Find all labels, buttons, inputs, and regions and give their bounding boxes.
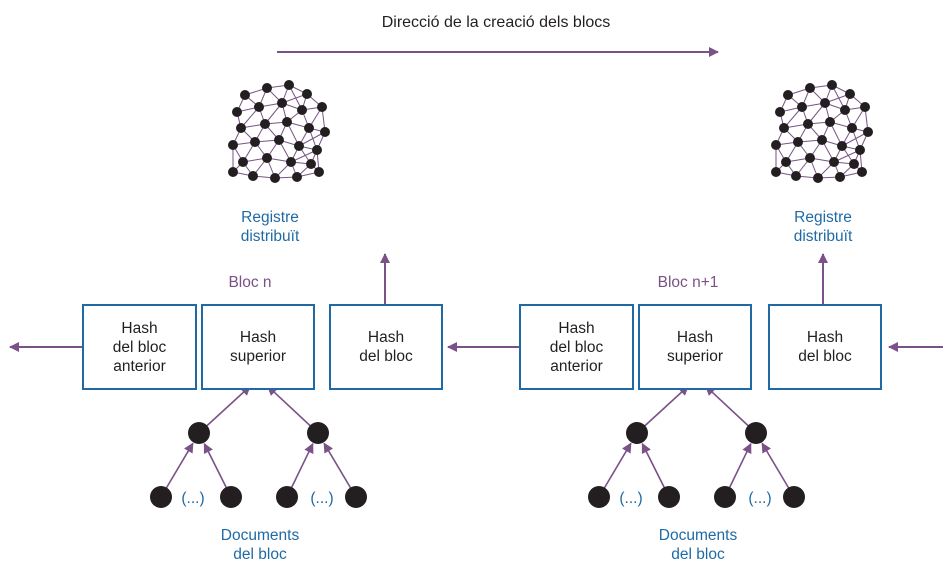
network-node (827, 80, 837, 90)
top-hash-text: Hash superior (667, 329, 723, 365)
document-leaf-node (150, 486, 172, 508)
network-node (317, 102, 327, 112)
network-node (304, 123, 314, 133)
network-node (270, 173, 280, 183)
top-hash-box: Hash superior (201, 304, 315, 390)
block-documents-label: Documents del bloc (220, 527, 300, 563)
distributed-ledger-label: Registre distribuït (793, 209, 853, 245)
network-node (228, 140, 238, 150)
network-node (775, 107, 785, 117)
ellipsis-left: (...) (619, 490, 643, 507)
merkle-edge-arrow (705, 385, 757, 434)
diagram-title: Direcció de la creació dels blocs (381, 14, 611, 31)
network-node (312, 145, 322, 155)
network-node (781, 157, 791, 167)
network-node (855, 145, 865, 155)
network-node (829, 157, 839, 167)
network-node (314, 167, 324, 177)
network-node (845, 89, 855, 99)
network-node (232, 107, 242, 117)
network-node (771, 167, 781, 177)
network-node (860, 102, 870, 112)
top-hash-text: Hash superior (230, 329, 286, 365)
network-node (805, 83, 815, 93)
block-hash-text: Hash del bloc (798, 329, 852, 365)
network-node (262, 83, 272, 93)
document-leaf-node (276, 486, 298, 508)
network-node (228, 167, 238, 177)
merkle-intermediate-node (188, 422, 210, 444)
network-node (250, 137, 260, 147)
network-node (857, 167, 867, 177)
merkle-intermediate-node (745, 422, 767, 444)
network-node (817, 135, 827, 145)
network-node (779, 123, 789, 133)
network-node (292, 172, 302, 182)
ellipsis-right: (...) (310, 490, 334, 507)
network-node (847, 123, 857, 133)
network-node (840, 105, 850, 115)
network-node (825, 117, 835, 127)
network-node (835, 172, 845, 182)
document-leaf-node (345, 486, 367, 508)
ellipsis-right: (...) (748, 490, 772, 507)
merkle-edge-arrow (267, 385, 319, 434)
network-node (793, 137, 803, 147)
network-node (286, 157, 296, 167)
merkle-intermediate-node (626, 422, 648, 444)
network-node (294, 141, 304, 151)
network-node (238, 157, 248, 167)
network-node (240, 90, 250, 100)
block-hash-text: Hash del bloc (359, 329, 413, 365)
distributed-ledger-label: Registre distribuït (240, 209, 300, 245)
block-documents-label: Documents del bloc (658, 527, 738, 563)
network-node (302, 89, 312, 99)
merkle-edge-arrow (636, 385, 689, 434)
previous-hash-box: Hash del bloc anterior (519, 304, 634, 390)
network-node (797, 102, 807, 112)
network-node (284, 80, 294, 90)
network-node (274, 135, 284, 145)
network-node (803, 119, 813, 129)
network-node (849, 159, 859, 169)
document-leaf-node (588, 486, 610, 508)
top-hash-box: Hash superior (638, 304, 752, 390)
network-node (783, 90, 793, 100)
network-node (791, 171, 801, 181)
network-node (277, 98, 287, 108)
previous-hash-text: Hash del bloc anterior (549, 319, 604, 375)
network-node (254, 102, 264, 112)
network-node (282, 117, 292, 127)
block-hash-box: Hash del bloc (329, 304, 443, 390)
network-node (262, 153, 272, 163)
previous-hash-text: Hash del bloc anterior (112, 319, 167, 375)
block-label: Bloc n (228, 274, 272, 291)
merkle-edge-arrow (198, 385, 251, 434)
network-node (820, 98, 830, 108)
network-node (837, 141, 847, 151)
network-node (320, 127, 330, 137)
network-node (236, 123, 246, 133)
merkle-intermediate-node (307, 422, 329, 444)
previous-hash-box: Hash del bloc anterior (82, 304, 197, 390)
document-leaf-node (783, 486, 805, 508)
network-node (248, 171, 258, 181)
block-label: Bloc n+1 (657, 274, 719, 291)
document-leaf-node (220, 486, 242, 508)
network-node (771, 140, 781, 150)
network-node (297, 105, 307, 115)
document-leaf-node (658, 486, 680, 508)
network-node (260, 119, 270, 129)
network-node (306, 159, 316, 169)
network-node (813, 173, 823, 183)
ellipsis-left: (...) (181, 490, 205, 507)
block-hash-box: Hash del bloc (768, 304, 882, 390)
document-leaf-node (714, 486, 736, 508)
network-node (805, 153, 815, 163)
network-node (863, 127, 873, 137)
